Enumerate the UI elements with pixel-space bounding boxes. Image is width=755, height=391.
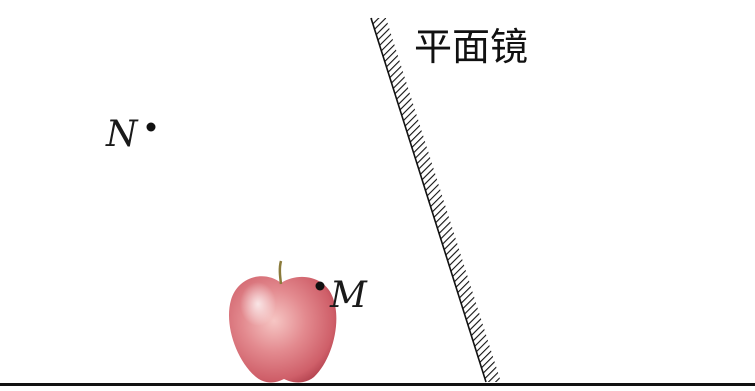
apple-icon bbox=[228, 260, 337, 383]
point-m-dot bbox=[315, 281, 325, 291]
apple-shine bbox=[240, 282, 276, 326]
mirror-reflective-surface bbox=[370, 17, 487, 383]
mirror-hatched-back bbox=[371, 18, 501, 382]
plane-mirror bbox=[370, 17, 501, 383]
apple-stem bbox=[278, 260, 283, 285]
point-m-label: M bbox=[329, 275, 368, 316]
point-m: M bbox=[315, 275, 368, 316]
point-n-label: N bbox=[105, 114, 139, 155]
point-n-dot bbox=[146, 122, 156, 132]
point-n: N bbox=[105, 114, 156, 155]
mirror-label: 平面镜 bbox=[414, 25, 528, 69]
